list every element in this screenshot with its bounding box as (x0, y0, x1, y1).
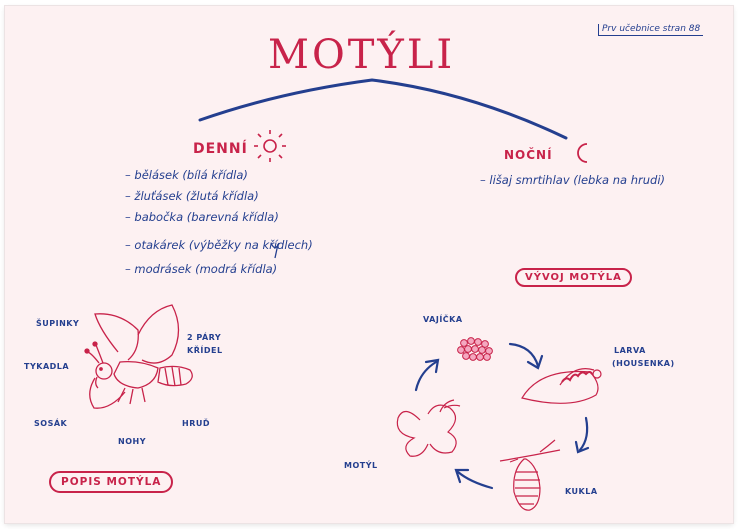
day-list-item: – otakárek (výběžky na křídlech) (125, 238, 313, 252)
eggs-label: VAJÍČKA (423, 315, 463, 324)
sun-icon (254, 130, 286, 162)
development-heading-badge: VÝVOJ MOTÝLA (515, 268, 632, 287)
thorax-label: HRUĎ (182, 419, 210, 428)
day-butterflies-heading: DENNÍ (193, 141, 248, 157)
pupa-label: KUKLA (565, 487, 598, 496)
day-list-item: – bělásek (bílá křídla) (125, 168, 248, 182)
proboscis-label: SOSÁK (34, 419, 67, 428)
larva-label-sub: (HOUSENKA) (612, 359, 675, 368)
anatomy-heading-badge: POPIS MOTÝLA (49, 471, 173, 493)
wings-label-sub: KŘÍDEL (187, 346, 223, 355)
adult-butterfly-drawing (397, 400, 460, 456)
cycle-arrows (416, 344, 588, 488)
title-branch-lines (200, 80, 566, 138)
textbook-page-note: Prv učebnice stran 88 (598, 24, 703, 36)
pupa-drawing (500, 440, 560, 510)
day-list-item: – žluťásek (žlutá křídla) (125, 189, 259, 203)
night-list-item: – lišaj smrtihlav (lebka na hrudi) (480, 173, 665, 187)
larva-label: LARVA (614, 346, 646, 355)
wings-label: 2 PÁRY (187, 333, 221, 342)
larva-drawing (522, 369, 601, 404)
butterfly-anatomy-drawing (85, 305, 192, 408)
page-title: MOTÝLI (268, 32, 455, 78)
scales-label: ŠUPINKY (36, 319, 79, 328)
legs-label: NOHY (118, 437, 146, 446)
eggs-drawing (458, 338, 493, 361)
day-list-item: – babočka (barevná křídla) (125, 210, 279, 224)
butterfly-label: MOTÝL (344, 461, 378, 470)
day-list-item: – modrásek (modrá křídla) (125, 262, 277, 276)
antennae-label: TYKADLA (24, 362, 69, 371)
moon-icon (578, 144, 587, 162)
night-butterflies-heading: NOČNÍ (504, 148, 553, 162)
